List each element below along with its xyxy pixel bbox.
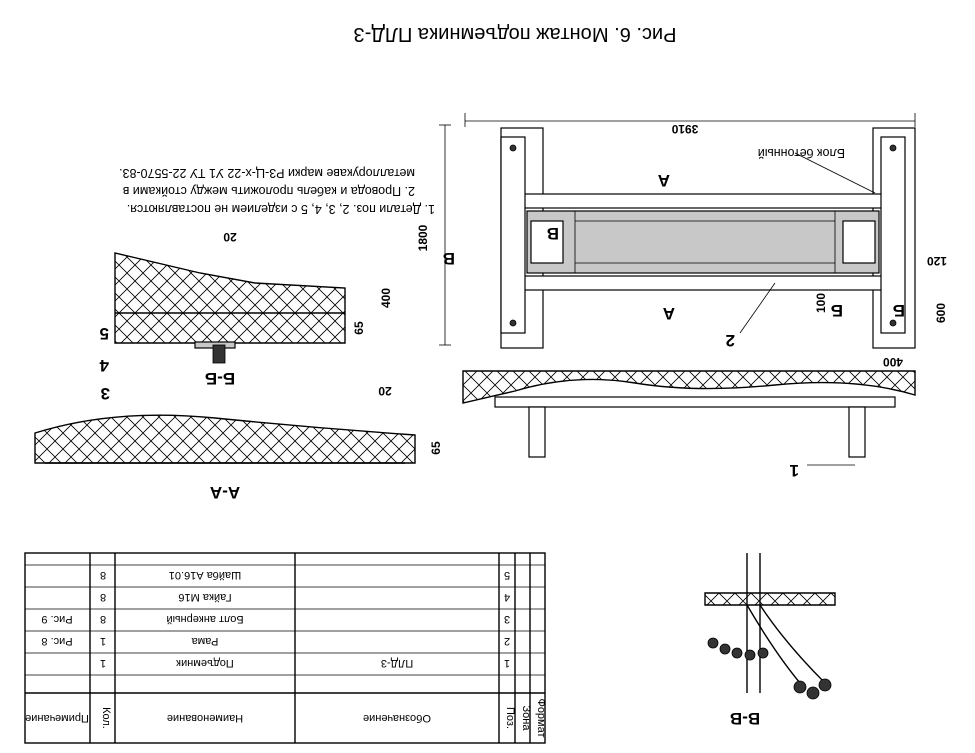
section-bb: Б-Б 20 400 65 3 4 5 xyxy=(99,230,393,403)
hdr-zone: Зона xyxy=(520,706,532,732)
aa-dim-65: 65 xyxy=(429,441,443,455)
cut-mark-v-left: В xyxy=(547,224,559,243)
lift-post-right xyxy=(528,406,546,458)
hdr-remark: Примечание xyxy=(25,712,89,724)
lift-beam xyxy=(494,396,896,408)
cell-name: Подъемник xyxy=(176,657,234,669)
plan-view: 3910 1800 400 120 100 600 Блок бетонный … xyxy=(416,113,948,369)
cell-qty: 1 xyxy=(100,635,106,647)
dim-1800: 1800 xyxy=(416,224,430,251)
note-line-2: 2. Провода и кабель проложить между стой… xyxy=(122,184,415,198)
bb-dim-20: 20 xyxy=(223,230,237,244)
lift-post-left xyxy=(848,406,866,458)
section-vv-title: В-В xyxy=(730,709,760,728)
cut-mark-v-right: В xyxy=(443,249,455,268)
pos-2-label: 2 xyxy=(726,331,735,350)
section-bb-title: Б-Б xyxy=(205,369,235,388)
base-plate-right xyxy=(500,136,526,334)
cell-name: Рама xyxy=(191,635,219,647)
section-aa-title: А-А xyxy=(210,483,240,502)
bb-pos-3: 3 xyxy=(101,384,110,403)
concrete-block-label: Блок бетонный xyxy=(758,146,845,160)
floor-slab xyxy=(462,370,916,404)
hdr-name: Наименование xyxy=(167,712,243,724)
bb-pos-5: 5 xyxy=(100,324,109,343)
cell-qty: 8 xyxy=(100,569,106,581)
table-row: 5 Шайба А16.01 8 xyxy=(100,569,510,581)
cell-name: Болт анкерный xyxy=(166,613,243,625)
cell-pos: 5 xyxy=(504,569,510,581)
dim-400-plan: 400 xyxy=(883,355,903,369)
section-vv: В-В xyxy=(704,553,836,728)
cell-name: Гайка М16 xyxy=(178,591,231,603)
bb-pos-4: 4 xyxy=(99,356,109,375)
hdr-designation: Обозначение xyxy=(363,712,431,724)
hdr-format: Формат xyxy=(535,698,547,737)
notes: 1. Детали поз. 2, 3, 4, 5 с изделием не … xyxy=(119,166,435,216)
base-plate-left xyxy=(880,136,906,334)
cell-name: Шайба А16.01 xyxy=(169,569,241,581)
cut-mark-b-right: Б xyxy=(831,301,843,320)
cell-qty: 8 xyxy=(100,613,106,625)
cell-remark: Рис. 9 xyxy=(41,613,72,625)
frame-pos-2 xyxy=(526,210,880,274)
cell-qty: 8 xyxy=(100,591,106,603)
figure-title: Рис. 6. Монтаж подъемника ПЛД-3 xyxy=(354,23,677,45)
section-aa: А-А 20 65 xyxy=(34,384,443,502)
dim-600: 600 xyxy=(934,303,948,323)
bb-dim-65: 65 xyxy=(352,321,366,335)
elevation-view: 1 xyxy=(462,370,916,480)
hdr-pos: Поз. xyxy=(504,707,516,729)
spec-table: Формат Зона Поз. Обозначение Наименовани… xyxy=(24,552,547,744)
dim-3910: 3910 xyxy=(671,122,698,136)
cell-remark: Рис. 8 xyxy=(41,635,72,647)
hdr-qty: Кол. xyxy=(100,707,112,729)
cell-designation: ПЛД-3 xyxy=(381,657,413,669)
cut-mark-a-bottom: А xyxy=(663,304,675,323)
runway-rail-top xyxy=(514,193,896,209)
bb-dim-400: 400 xyxy=(379,288,393,308)
cut-mark-a-top: А xyxy=(658,171,670,190)
aa-dim-20: 20 xyxy=(378,384,392,398)
cell-pos: 1 xyxy=(504,657,510,669)
table-row: 2 Рама 1 Рис. 8 xyxy=(41,635,510,647)
table-row: 1 ПЛД-3 Подъемник 1 xyxy=(100,657,510,669)
cell-pos: 3 xyxy=(504,613,510,625)
table-row: 4 Гайка М16 8 xyxy=(100,591,510,603)
note-line-1: 1. Детали поз. 2, 3, 4, 5 с изделием не … xyxy=(127,202,435,216)
cell-pos: 2 xyxy=(504,635,510,647)
dim-100: 100 xyxy=(814,293,828,313)
cut-mark-b-left: Б xyxy=(893,301,905,320)
cell-pos: 4 xyxy=(504,591,510,603)
cell-qty: 1 xyxy=(100,657,106,669)
pos-1-label: 1 xyxy=(790,461,799,480)
note-line-3: металлорукаве марки Р3-Ц-х-22 У1 ТУ 22-5… xyxy=(119,166,415,180)
table-row: 3 Болт анкерный 8 Рис. 9 xyxy=(41,613,510,625)
dim-120: 120 xyxy=(927,254,947,268)
rotated-drawing: Рис. 6. Монтаж подъемника ПЛД-3 1. Детал… xyxy=(24,23,948,744)
runway-rail-bottom xyxy=(514,275,896,291)
